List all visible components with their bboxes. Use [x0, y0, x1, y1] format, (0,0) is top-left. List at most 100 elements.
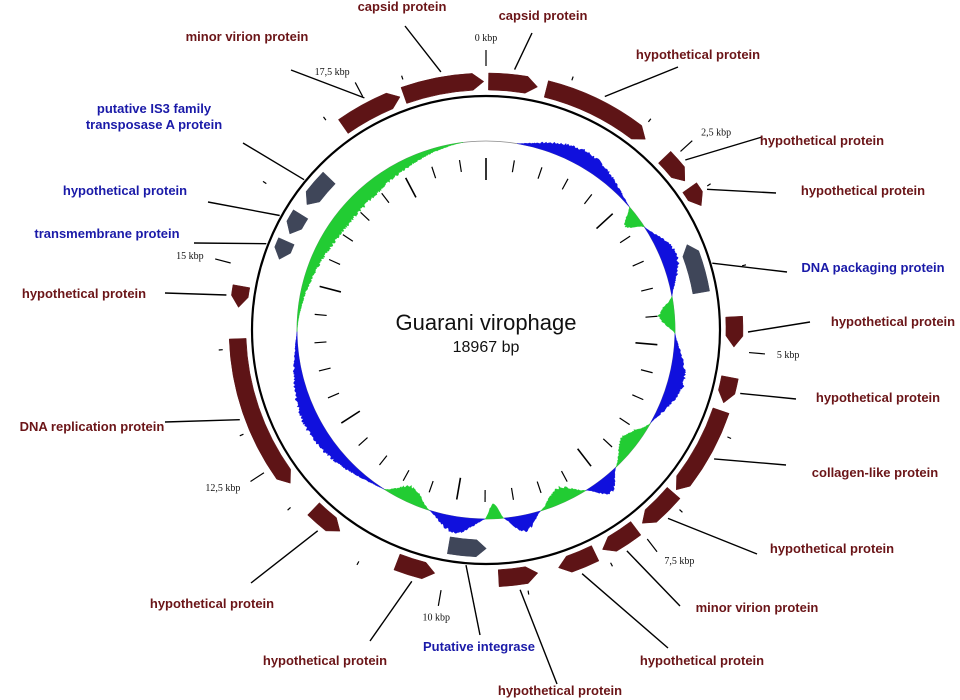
gene-arrow — [286, 209, 309, 235]
gene-label: hypothetical protein — [801, 183, 925, 198]
gene-arrow — [231, 284, 251, 308]
minor-tick — [511, 160, 515, 173]
gene-label: transmembrane protein — [34, 226, 179, 241]
gene-label: capsid protein — [499, 8, 588, 23]
minor-tick — [632, 260, 644, 267]
minor-tick — [381, 192, 390, 204]
outer-major-tick — [748, 351, 766, 355]
leader-line — [740, 392, 797, 400]
gene-label: transposase A protein — [86, 117, 222, 132]
gene-label: hypothetical protein — [816, 390, 940, 405]
outer-minor-tick — [322, 116, 327, 121]
minor-tick — [402, 469, 410, 482]
gc-skew-positive-band — [615, 423, 651, 468]
gene-arrow — [274, 237, 295, 260]
minor-tick — [431, 166, 437, 179]
minor-tick — [645, 315, 658, 318]
minor-tick — [342, 234, 354, 242]
gene-label: hypothetical protein — [640, 653, 764, 668]
gene-label: Putative integrase — [423, 639, 535, 654]
gene-arrow — [497, 566, 539, 587]
gene-arrow — [725, 315, 744, 348]
genome-length: 18967 bp — [453, 339, 520, 356]
gene-features — [228, 72, 744, 587]
leader-line — [207, 201, 280, 217]
gene-label: DNA packaging protein — [801, 260, 944, 275]
gene-arrow — [682, 182, 703, 207]
gene-label: hypothetical protein — [498, 683, 622, 698]
gene-labels: capsid protein capsid protein minor virion… — [20, 0, 956, 698]
gene-label: hypothetical protein — [770, 541, 894, 556]
genome-backbone — [250, 94, 722, 566]
gc-skew-negative-band — [502, 510, 541, 533]
minor-tick — [619, 417, 630, 426]
minor-tick — [358, 437, 368, 447]
leader-line — [193, 242, 267, 245]
gc-skew-negative-band — [429, 510, 486, 534]
outer-minor-tick — [527, 590, 530, 595]
gc-skew-negative-band — [517, 141, 630, 208]
outer-minor-tick — [727, 436, 732, 440]
gene-arrow — [305, 171, 336, 205]
gene-arrow — [558, 545, 600, 573]
major-tick — [340, 410, 361, 424]
major-tick — [455, 477, 462, 500]
leader-line — [164, 292, 227, 296]
minor-tick — [537, 167, 543, 179]
minor-tick — [583, 194, 593, 205]
gene-label: collagen-like protein — [812, 465, 938, 480]
major-tick — [576, 448, 592, 467]
major-tick — [404, 177, 417, 198]
outer-major-tick — [646, 538, 658, 553]
outer-minor-tick — [571, 76, 574, 81]
gc-skew-positive-band — [383, 484, 431, 511]
minor-tick — [360, 211, 370, 221]
minor-tick — [619, 235, 631, 244]
leader-line — [465, 564, 481, 636]
minor-tick — [458, 159, 462, 173]
gene-label: minor virion protein — [186, 29, 309, 44]
major-tick — [595, 213, 614, 230]
kbp-label: 15 kbp — [176, 251, 204, 262]
leader-line — [513, 32, 533, 70]
gene-arrow — [447, 536, 487, 558]
outer-major-tick — [215, 258, 231, 264]
outer-minor-tick — [679, 509, 683, 513]
gene-label: minor virion protein — [696, 600, 819, 615]
gene-label: hypothetical protein — [831, 314, 955, 329]
leader-line — [706, 188, 777, 194]
minor-tick — [560, 470, 568, 482]
gene-label: hypothetical protein — [636, 47, 760, 62]
minor-tick — [327, 392, 340, 399]
leader-line — [242, 142, 305, 181]
gene-arrow — [543, 80, 646, 140]
leader-line — [712, 262, 788, 273]
outer-scale-ticks — [215, 50, 766, 607]
outer-major-tick — [437, 590, 442, 607]
gene-arrow — [338, 92, 401, 134]
minor-tick — [561, 178, 569, 190]
gc-skew-ring — [292, 140, 686, 534]
minor-tick — [602, 438, 613, 448]
gene-arrow — [228, 338, 291, 484]
gc-skew-positive-band — [484, 503, 505, 520]
kbp-label: 17,5 kbp — [315, 67, 350, 78]
minor-tick — [314, 341, 327, 344]
gc-skew-negative-band — [292, 331, 385, 490]
kbp-label: 0 kbp — [475, 33, 498, 44]
minor-tick — [314, 313, 327, 317]
outer-minor-tick — [262, 180, 267, 185]
leader-line — [250, 530, 319, 584]
gene-label: putative IS3 family — [97, 101, 212, 116]
gene-label: capsid protein — [358, 0, 447, 14]
gene-label: DNA replication protein — [20, 419, 165, 434]
gene-arrow — [718, 375, 739, 404]
leader-line — [369, 580, 413, 642]
minor-tick — [536, 481, 542, 494]
kbp-label: 12,5 kbp — [205, 483, 240, 494]
minor-tick — [640, 369, 653, 374]
gene-arrow — [602, 521, 642, 552]
gene-arrow — [658, 150, 686, 182]
outer-minor-tick — [610, 562, 613, 567]
